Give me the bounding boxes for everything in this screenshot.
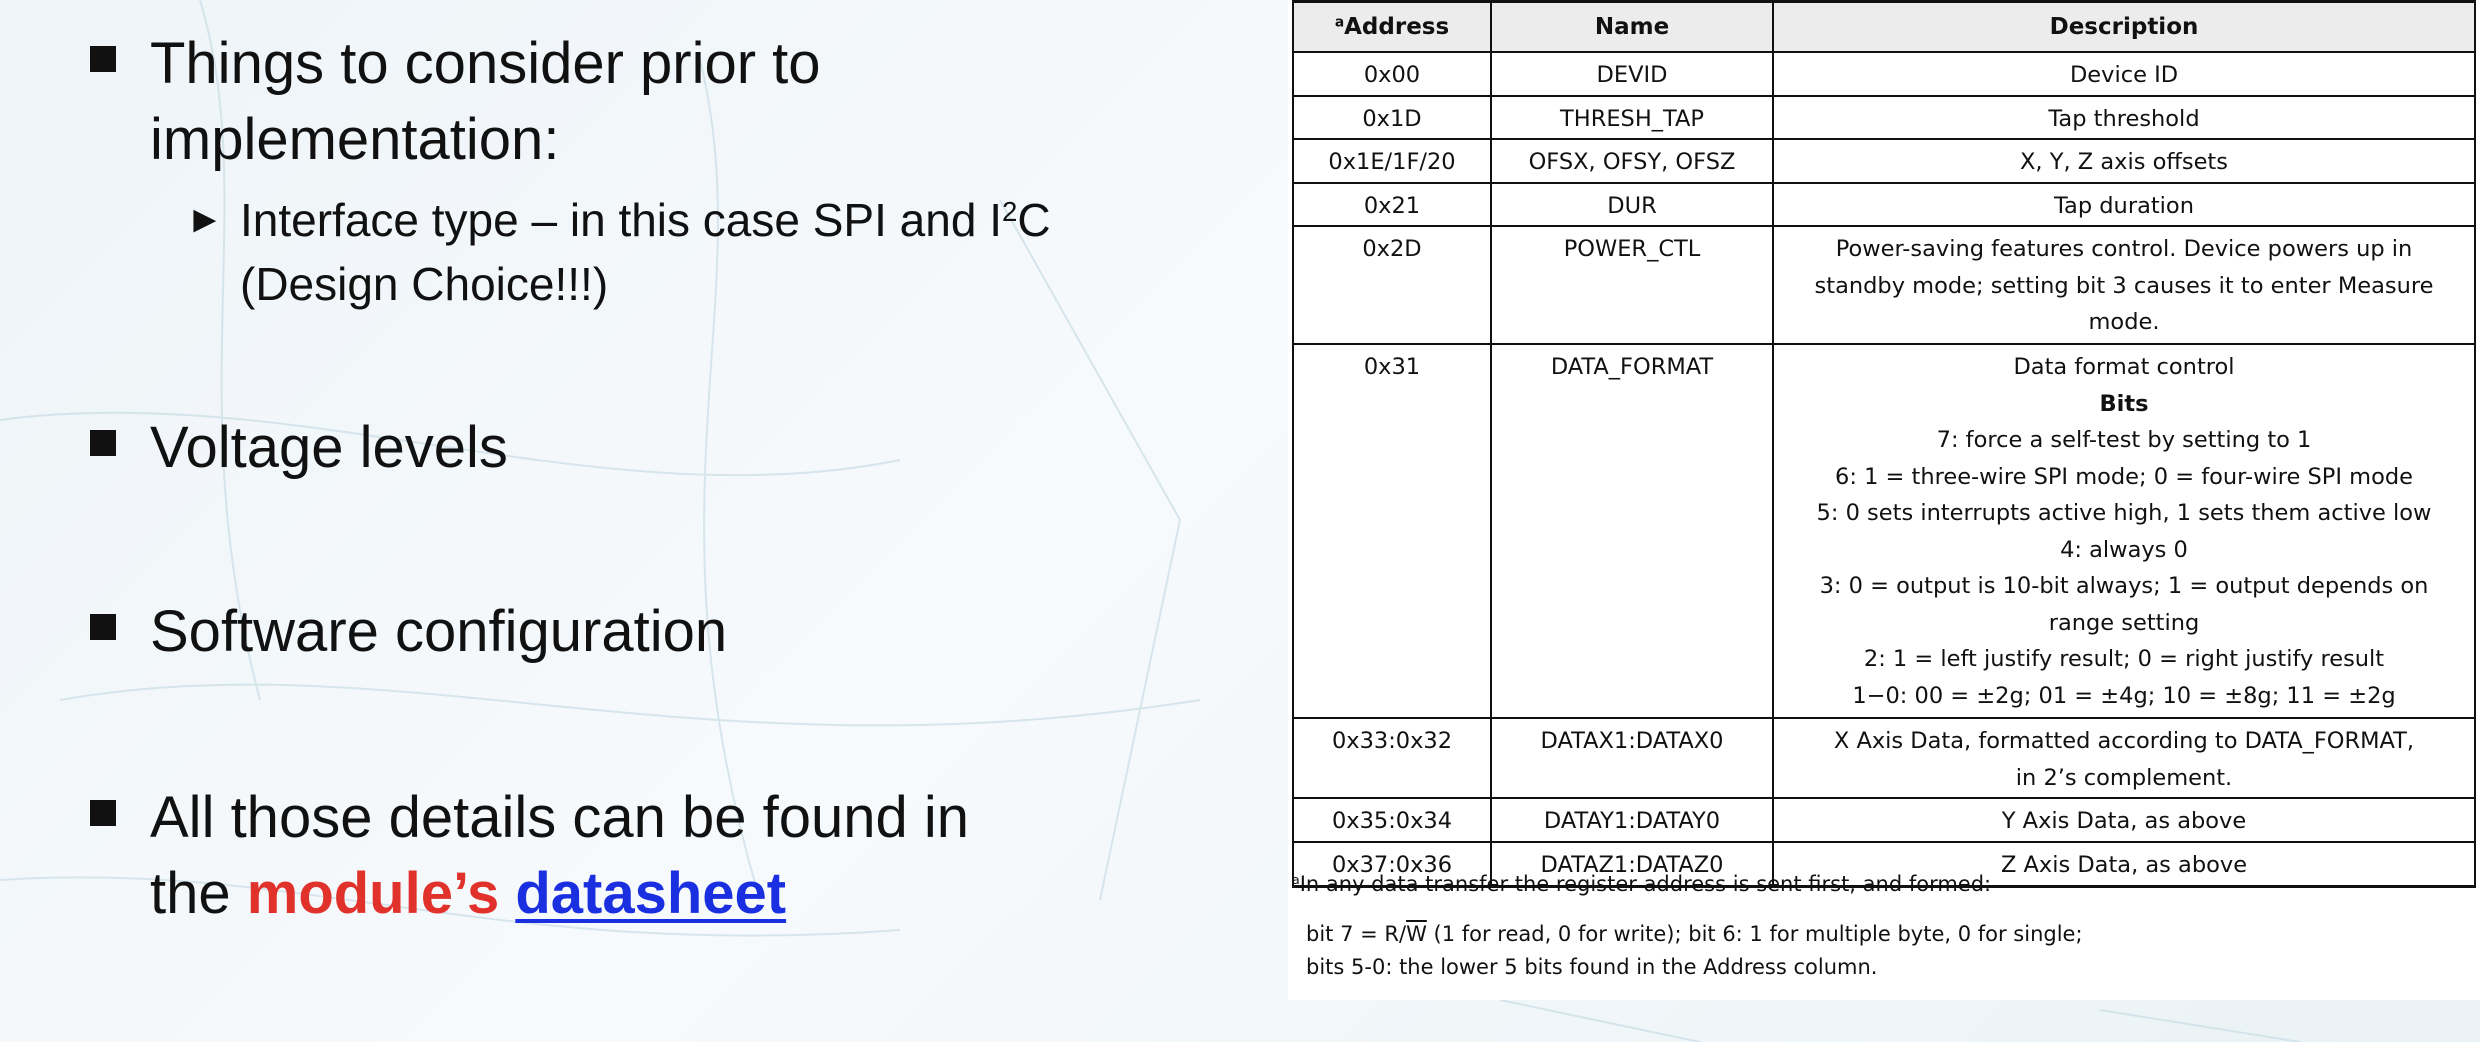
table-row: 0x21 DUR Tap duration [1292,182,2476,227]
cell-description: X, Y, Z axis offsets [1772,138,2476,184]
cell-name: DATAY1:DATAY0 [1490,797,1774,843]
table-row: 0x31 DATA_FORMAT Data format control Bit… [1292,343,2476,719]
cell-description: Data format control Bits 7: force a self… [1772,343,2476,719]
cell-address: 0x2D [1292,225,1492,345]
cell-description: Device ID [1772,51,2476,97]
table-row: 0x37:0x36 DATAZ1:DATAZ0 Z Axis Data, as … [1292,841,2476,888]
bullet-text: implementation: [150,107,560,172]
cell-name: OFSX, OFSY, OFSZ [1490,138,1774,184]
cell-description: Tap threshold [1772,95,2476,140]
cell-address: 0x00 [1292,51,1492,97]
column-header-name: Name [1490,0,1774,53]
column-header-address: aAddress [1292,0,1492,53]
table-row: 0x1E/1F/20 OFSX, OFSY, OFSZ X, Y, Z axis… [1292,138,2476,184]
table-footnote: aIn any data transfer the register addre… [1292,872,1992,896]
bullet-consider: Things to consider prior to implementati… [90,26,821,178]
cell-address: 0x31 [1292,343,1492,719]
triangle-bullet-icon: ► [186,199,224,241]
footnote-bit-line: bit 7 = R/W (1 for read, 0 for write); b… [1306,922,2083,946]
bullet-text: All those details can be found in [150,785,969,850]
bits-heading: Bits [2099,390,2149,417]
bullet-text: Software configuration [150,599,728,664]
cell-address: 0x21 [1292,182,1492,227]
bullet-voltage: Voltage levels [90,410,508,486]
cell-name: DATAX1:DATAX0 [1490,717,1774,799]
cell-name: DATA_FORMAT [1490,343,1774,719]
footnote-bits-line: bits 5-0: the lower 5 bits found in the … [1306,955,1878,979]
table-row: 0x33:0x32 DATAX1:DATAX0 X Axis Data, for… [1292,717,2476,799]
cell-description: X Axis Data, formatted according to DATA… [1772,717,2476,799]
cell-description: Z Axis Data, as above [1772,841,2476,888]
table-row: 0x1D THRESH_TAP Tap threshold [1292,95,2476,140]
cell-address: 0x1E/1F/20 [1292,138,1492,184]
cell-name: DUR [1490,182,1774,227]
bullet-text: Things to consider prior to [150,31,821,96]
cell-name: DEVID [1490,51,1774,97]
cell-description: Y Axis Data, as above [1772,797,2476,843]
cell-address: 0x33:0x32 [1292,717,1492,799]
datasheet-link[interactable]: datasheet [515,861,787,926]
register-table: aAddress Name Description 0x00 DEVID Dev… [1292,0,2476,888]
bullet-list: Things to consider prior to implementati… [90,26,1051,932]
register-table-panel: aAddress Name Description 0x00 DEVID Dev… [1288,0,2480,1000]
table-row: 0x00 DEVID Device ID [1292,51,2476,97]
cell-description: Tap duration [1772,182,2476,227]
sub-bullet-text: Interface type – in this case SPI and I2… [240,194,1051,246]
cell-description: Power-saving features control. Device po… [1772,225,2476,345]
square-bullet-icon [90,800,116,826]
cell-address: 0x35:0x34 [1292,797,1492,843]
module-highlight: module’s [246,861,500,926]
cell-address: 0x37:0x36 [1292,841,1492,888]
cell-name: POWER_CTL [1490,225,1774,345]
cell-address: 0x1D [1292,95,1492,140]
bullet-software: Software configuration [90,594,727,670]
bullet-text: Voltage levels [150,415,508,480]
table-row: 0x2D POWER_CTL Power-saving features con… [1292,225,2476,345]
bullet-text: the module’s datasheet [150,861,787,926]
table-row: 0x35:0x34 DATAY1:DATAY0 Y Axis Data, as … [1292,797,2476,843]
bullet-datasheet: All those details can be found in the mo… [90,780,969,932]
square-bullet-icon [90,614,116,640]
square-bullet-icon [90,430,116,456]
cell-name: THRESH_TAP [1490,95,1774,140]
column-header-description: Description [1772,0,2476,53]
sub-bullet-text: (Design Choice!!!) [240,258,609,310]
sub-bullet-interface: ► Interface type – in this case SPI and … [186,188,1051,316]
cell-name: DATAZ1:DATAZ0 [1490,841,1774,888]
square-bullet-icon [90,46,116,72]
